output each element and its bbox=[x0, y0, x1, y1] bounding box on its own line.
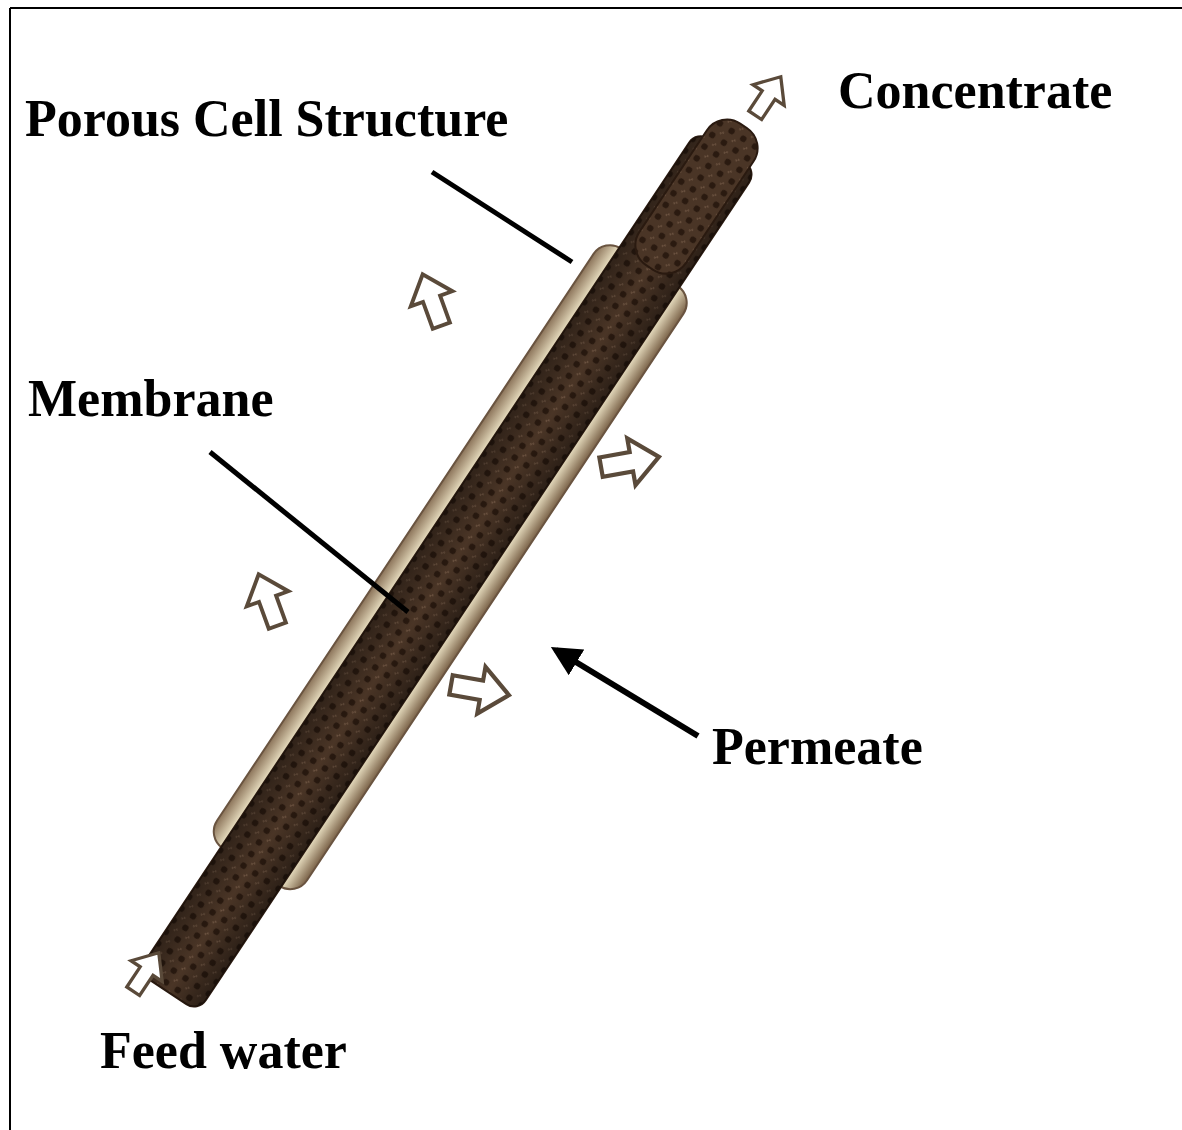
permeate-arrow bbox=[402, 267, 462, 333]
part-label: Concentrate bbox=[838, 62, 1112, 119]
permeate-arrow bbox=[597, 433, 663, 490]
leader-line bbox=[432, 172, 572, 262]
membrane-tube bbox=[123, 96, 788, 1022]
part-label: Permeate bbox=[712, 718, 923, 775]
frame-line bbox=[9, 8, 11, 1130]
part-label: Feed water bbox=[100, 1022, 347, 1079]
feed-arrow bbox=[118, 942, 175, 1001]
part-label: Porous Cell Structure bbox=[25, 90, 508, 147]
core-end bbox=[626, 110, 767, 283]
permeate-arrow bbox=[238, 567, 298, 633]
leader-arrow bbox=[556, 650, 698, 736]
concentrate-arrow bbox=[740, 66, 797, 125]
permeate-arrow bbox=[447, 661, 513, 718]
leader-line bbox=[210, 452, 408, 612]
frame-line bbox=[10, 7, 1182, 9]
part-label: Membrane bbox=[28, 370, 273, 427]
